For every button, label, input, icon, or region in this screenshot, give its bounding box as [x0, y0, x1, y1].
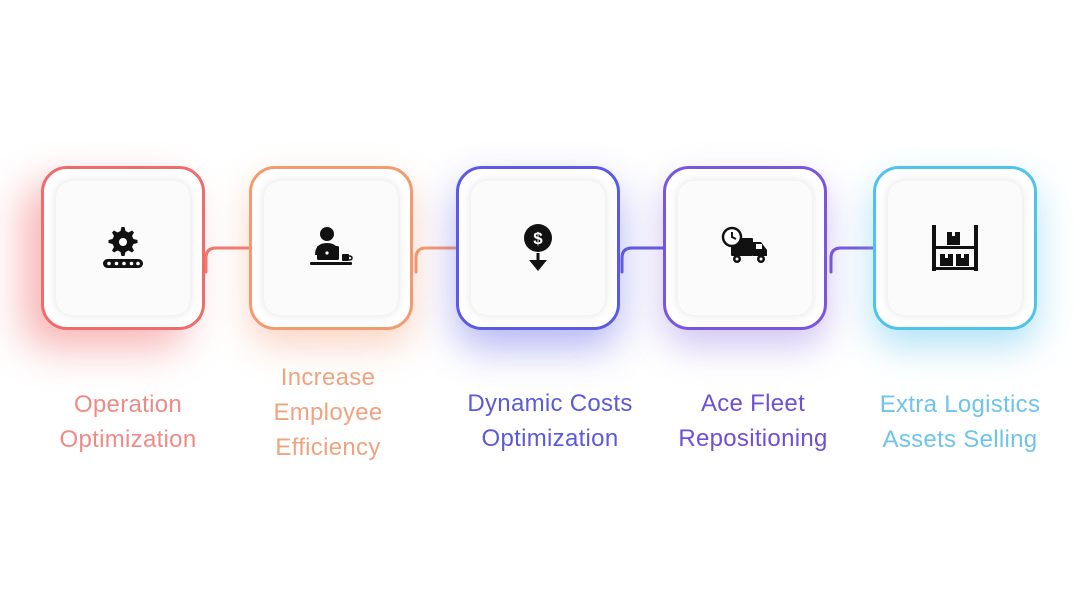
conveyor-gear-icon — [103, 227, 143, 268]
step-operation-optimization — [41, 166, 205, 330]
connector-2-3 — [414, 246, 473, 274]
step-increase-employee-efficiency — [249, 166, 413, 330]
dollar-down-icon: $ — [524, 224, 552, 271]
label-operation-optimization: Operation Optimization — [28, 387, 228, 457]
step-ace-fleet-repositioning — [663, 166, 827, 330]
label-dynamic-costs-optimization: Dynamic Costs Optimization — [450, 386, 650, 456]
step-card-inner — [678, 181, 812, 315]
label-increase-employee-efficiency: Increase Employee Efficiency — [228, 360, 428, 465]
label-line: Ace Fleet — [700, 390, 806, 417]
step-card-inner — [888, 181, 1022, 315]
step-dynamic-costs-optimization: $ — [456, 166, 620, 330]
warehouse-shelf-icon — [932, 225, 978, 271]
step-card-inner: $ — [471, 181, 605, 315]
label-line: Optimization — [481, 425, 619, 452]
label-line: Extra Logistics — [879, 391, 1041, 418]
label-line: Operation — [73, 391, 183, 418]
label-line: Employee — [273, 399, 383, 426]
connector-3-4 — [620, 246, 682, 274]
delivery-truck-clock-icon — [721, 226, 767, 263]
label-line: Increase — [280, 364, 376, 391]
step-card-inner — [56, 181, 190, 315]
label-line: Efficiency — [275, 434, 381, 461]
svg-text:$: $ — [533, 229, 543, 248]
label-extra-logistics-assets-selling: Extra Logistics Assets Selling — [860, 387, 1060, 457]
step-card-inner — [264, 181, 398, 315]
label-line: Dynamic Costs — [467, 390, 633, 417]
label-line: Assets Selling — [882, 426, 1038, 453]
label-ace-fleet-repositioning: Ace Fleet Repositioning — [653, 386, 853, 456]
employee-laptop-icon — [310, 227, 353, 265]
connector-1-2 — [204, 246, 264, 274]
connector-4-5 — [829, 246, 890, 274]
label-line: Optimization — [59, 426, 197, 453]
label-line: Repositioning — [678, 425, 828, 452]
step-extra-logistics-assets-selling — [873, 166, 1037, 330]
